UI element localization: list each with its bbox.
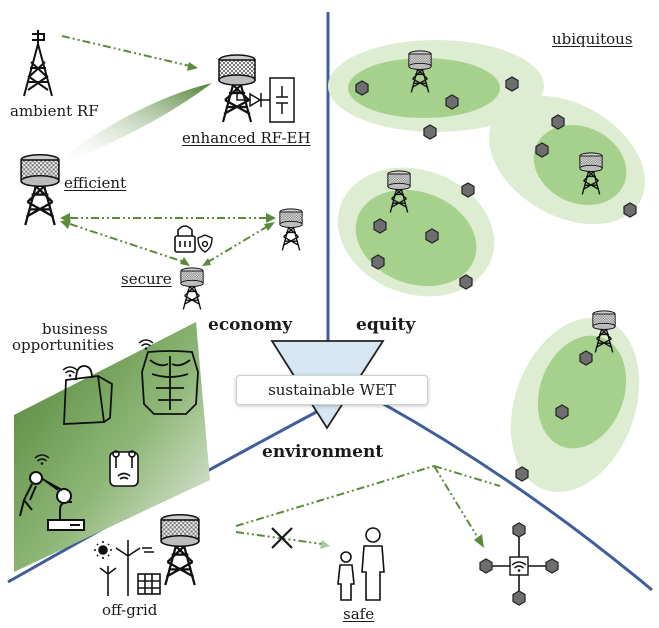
label-business-line1: business [42,320,108,338]
shopping-bag-icon [63,365,113,425]
blocked-mark [271,527,293,549]
cluster-3 [337,167,495,297]
antenna-tower-icon [23,30,53,97]
label-enhanced-rf-eh: enhanced RF-EH [182,129,311,147]
label-safe: safe [343,605,375,623]
label-business-line2: opportunities [12,336,114,354]
label-economy: economy [208,315,293,335]
label-equity: equity [356,315,416,335]
label-efficient: efficient [64,174,127,192]
powerbeacon-tower-icon [159,513,201,587]
powerbeacon-tower-icon [279,208,303,252]
cluster-4 [510,317,640,493]
label-ambient-rf: ambient RF [10,102,99,120]
secure-links [69,217,269,263]
lock-icon [174,225,196,253]
divider-right [379,400,653,592]
cluster-1 [328,40,544,132]
wifi-icon [62,366,78,378]
label-off-grid: off-grid [102,601,158,619]
powerbeacon-tower-icon [19,153,61,227]
earbuds-icon [109,450,139,487]
energy-beam [52,83,212,168]
environment-links [235,465,501,545]
powerbeacon-tower-icon [180,267,204,311]
business-panel [14,322,210,572]
label-secure: secure [121,270,172,288]
label-environment: environment [262,442,384,462]
arrow-ambient [61,35,191,67]
person-icon [337,527,385,601]
label-ubiquitous: ubiquitous [552,30,633,48]
shield-icon [197,234,213,253]
iot-device-icon [479,522,559,606]
diode-capacitor-icon [236,77,295,123]
solar-wind-icon [94,540,161,596]
robot-arm-icon [19,471,85,531]
body-sensor-icon [141,350,199,415]
sustainable-wet-box: sustainable WET [236,375,428,405]
